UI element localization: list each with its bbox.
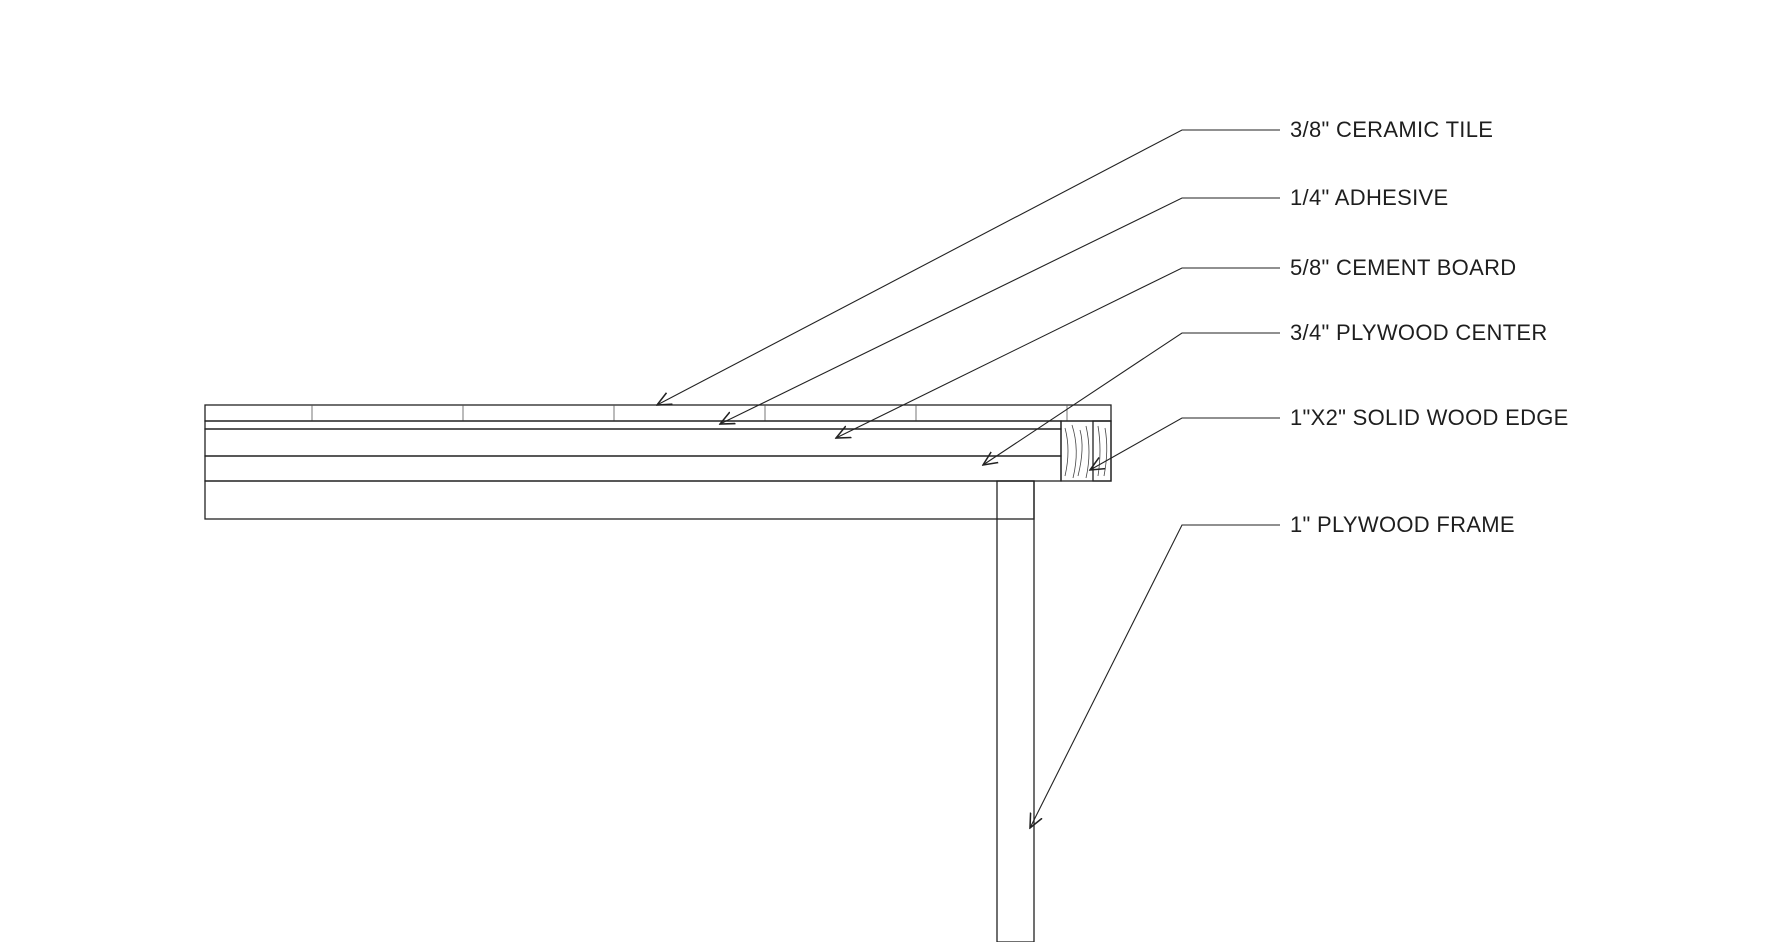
label-cement-board: 5/8" CEMENT BOARD <box>1290 255 1516 280</box>
label-plywood-center: 3/4" PLYWOOD CENTER <box>1290 320 1548 345</box>
callouts: 3/8" CERAMIC TILE 1/4" ADHESIVE 5/8" CEM… <box>657 117 1569 828</box>
label-adhesive: 1/4" ADHESIVE <box>1290 185 1448 210</box>
callout-wood-edge: 1"X2" SOLID WOOD EDGE <box>1090 405 1569 470</box>
callout-plywood-center: 3/4" PLYWOOD CENTER <box>983 320 1548 465</box>
plywood-center-layer <box>204 455 1062 482</box>
adhesive-layer <box>204 420 1062 430</box>
label-wood-edge: 1"X2" SOLID WOOD EDGE <box>1290 405 1569 430</box>
plywood-frame-horizontal <box>204 480 1035 520</box>
cement-board-layer <box>204 428 1062 457</box>
countertop-section <box>204 404 1112 942</box>
callout-plywood-frame: 1" PLYWOOD FRAME <box>1030 512 1515 828</box>
label-ceramic-tile: 3/8" CERAMIC TILE <box>1290 117 1493 142</box>
callout-cement-board: 5/8" CEMENT BOARD <box>836 255 1516 438</box>
ceramic-tile-layer <box>204 404 1112 422</box>
tile-joints <box>311 405 1068 421</box>
plywood-frame-vertical <box>996 480 1035 942</box>
callout-adhesive: 1/4" ADHESIVE <box>720 185 1448 424</box>
callout-ceramic-tile: 3/8" CERAMIC TILE <box>657 117 1493 405</box>
solid-wood-edge <box>1060 420 1112 482</box>
label-plywood-frame: 1" PLYWOOD FRAME <box>1290 512 1515 537</box>
